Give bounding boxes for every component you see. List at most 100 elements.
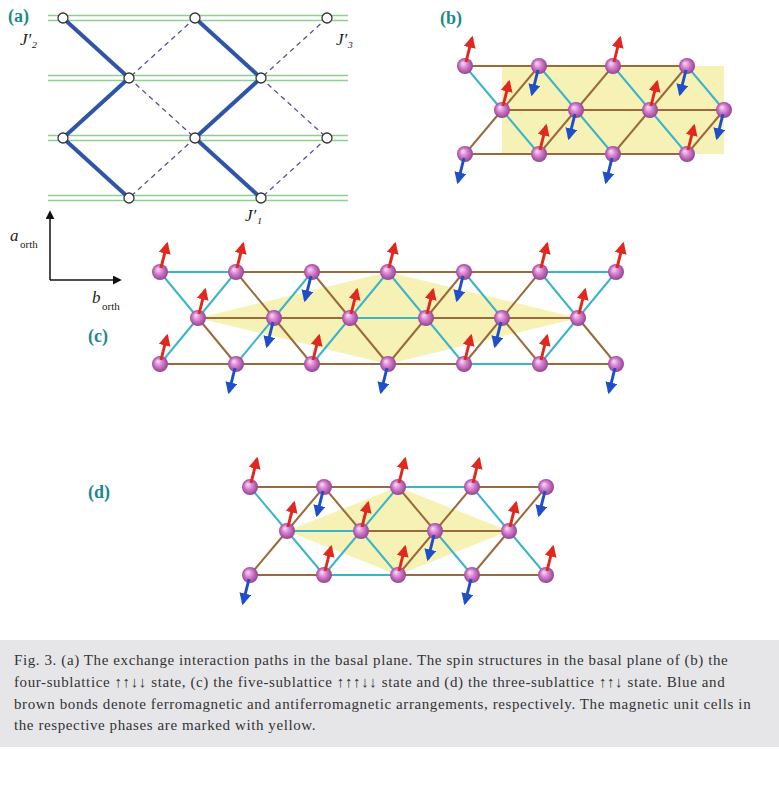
afm-bond xyxy=(502,318,540,364)
spin-up-arrow xyxy=(547,547,553,571)
exchange-label: J′₃ xyxy=(336,30,353,50)
afm-bond xyxy=(324,486,398,488)
afm-bond xyxy=(274,317,350,319)
spin-down-arrow xyxy=(317,491,323,515)
afm-bond xyxy=(435,530,509,532)
afm-bond xyxy=(540,363,616,365)
afm-bond xyxy=(388,318,426,364)
afm-bond xyxy=(613,65,687,67)
afm-bond xyxy=(398,531,435,575)
spin-down-arrow xyxy=(606,158,612,182)
afm-bond xyxy=(388,363,464,365)
afm-bond xyxy=(274,318,312,364)
afm-bond xyxy=(312,271,388,273)
j3-bond xyxy=(261,18,327,78)
spin-up-arrow xyxy=(399,459,405,483)
spin-up-arrow xyxy=(579,290,585,314)
j3-bond xyxy=(261,78,327,138)
afm-bond xyxy=(687,110,724,154)
afm-bond xyxy=(613,153,687,155)
spin-up-arrow xyxy=(541,336,547,360)
afm-bond xyxy=(250,574,324,576)
fm-bond xyxy=(472,487,509,531)
spin-up-arrow xyxy=(427,290,433,314)
spin-up-arrow xyxy=(651,82,657,106)
spin-down-arrow xyxy=(428,535,434,559)
lattice-site xyxy=(256,193,266,203)
afm-bond xyxy=(472,531,509,575)
spin-down-arrow xyxy=(457,276,463,300)
exchange-label: J′₂ xyxy=(20,30,37,50)
fm-bond xyxy=(540,272,578,318)
spin-up-arrow xyxy=(325,547,331,571)
spin-up-arrow xyxy=(473,459,479,483)
spin-up-arrow xyxy=(313,336,319,360)
afm-bond xyxy=(465,65,539,67)
fm-bond xyxy=(650,110,687,154)
spin-up-arrow xyxy=(237,244,243,268)
lattice-site xyxy=(58,133,68,143)
afm-bond xyxy=(236,272,274,318)
j2-bond xyxy=(195,18,261,78)
spin-down-arrow xyxy=(609,368,615,392)
afm-bond xyxy=(426,317,502,319)
lattice-site xyxy=(58,13,68,23)
spin-up-arrow xyxy=(617,244,623,268)
axis-label: a xyxy=(10,226,19,246)
afm-bond xyxy=(464,318,502,364)
spin-up-arrow xyxy=(351,290,357,314)
spin-structure xyxy=(242,459,554,603)
j3-bond xyxy=(129,78,195,138)
spin-down-arrow xyxy=(465,579,471,603)
fm-bond xyxy=(361,487,398,531)
spin-up-arrow xyxy=(466,38,472,62)
spin-down-arrow xyxy=(243,579,249,603)
spin-structure xyxy=(457,38,732,182)
afm-bond xyxy=(650,66,687,110)
fm-bond xyxy=(398,486,472,488)
spin-up-arrow xyxy=(541,244,547,268)
afm-bond xyxy=(650,109,724,111)
spin-up-arrow xyxy=(161,336,167,360)
panel-letter: (a) xyxy=(8,6,29,27)
afm-bond xyxy=(464,271,540,273)
fm-bond xyxy=(160,272,198,318)
lattice-site xyxy=(322,133,332,143)
j3-bond xyxy=(129,18,195,78)
lattice-site xyxy=(190,133,200,143)
lattice-site xyxy=(190,13,200,23)
afm-bond xyxy=(435,487,472,531)
j1-bond xyxy=(48,75,348,77)
unit-cell xyxy=(198,272,578,364)
fm-bond xyxy=(613,66,650,110)
panel-letter: (d) xyxy=(88,482,110,503)
axis-subscript: orth xyxy=(20,238,38,250)
fm-bond xyxy=(540,318,578,364)
afm-bond xyxy=(324,487,361,531)
fm-bond xyxy=(274,272,312,318)
afm-bond xyxy=(250,531,287,575)
fm-bond xyxy=(687,66,724,110)
fm-bond xyxy=(361,531,398,575)
afm-bond xyxy=(465,153,539,155)
spin-up-arrow xyxy=(465,336,471,360)
fm-bond xyxy=(350,272,388,318)
fm-bond xyxy=(465,66,502,110)
afm-bond xyxy=(250,486,324,488)
j2-bond xyxy=(63,138,129,198)
fm-bond xyxy=(350,317,426,319)
figure-caption: Fig. 3. (a) The exchange interaction pat… xyxy=(0,640,779,747)
afm-bond xyxy=(398,487,435,531)
j3-bond xyxy=(129,138,195,198)
fm-bond xyxy=(435,531,472,575)
afm-bond xyxy=(465,110,502,154)
fm-bond xyxy=(576,110,613,154)
fm-bond xyxy=(539,66,576,110)
afm-bond xyxy=(502,66,539,110)
fm-bond xyxy=(540,271,616,273)
afm-bond xyxy=(312,363,388,365)
spin-structure xyxy=(152,244,624,392)
afm-bond xyxy=(509,487,546,531)
fm-bond xyxy=(198,272,236,318)
